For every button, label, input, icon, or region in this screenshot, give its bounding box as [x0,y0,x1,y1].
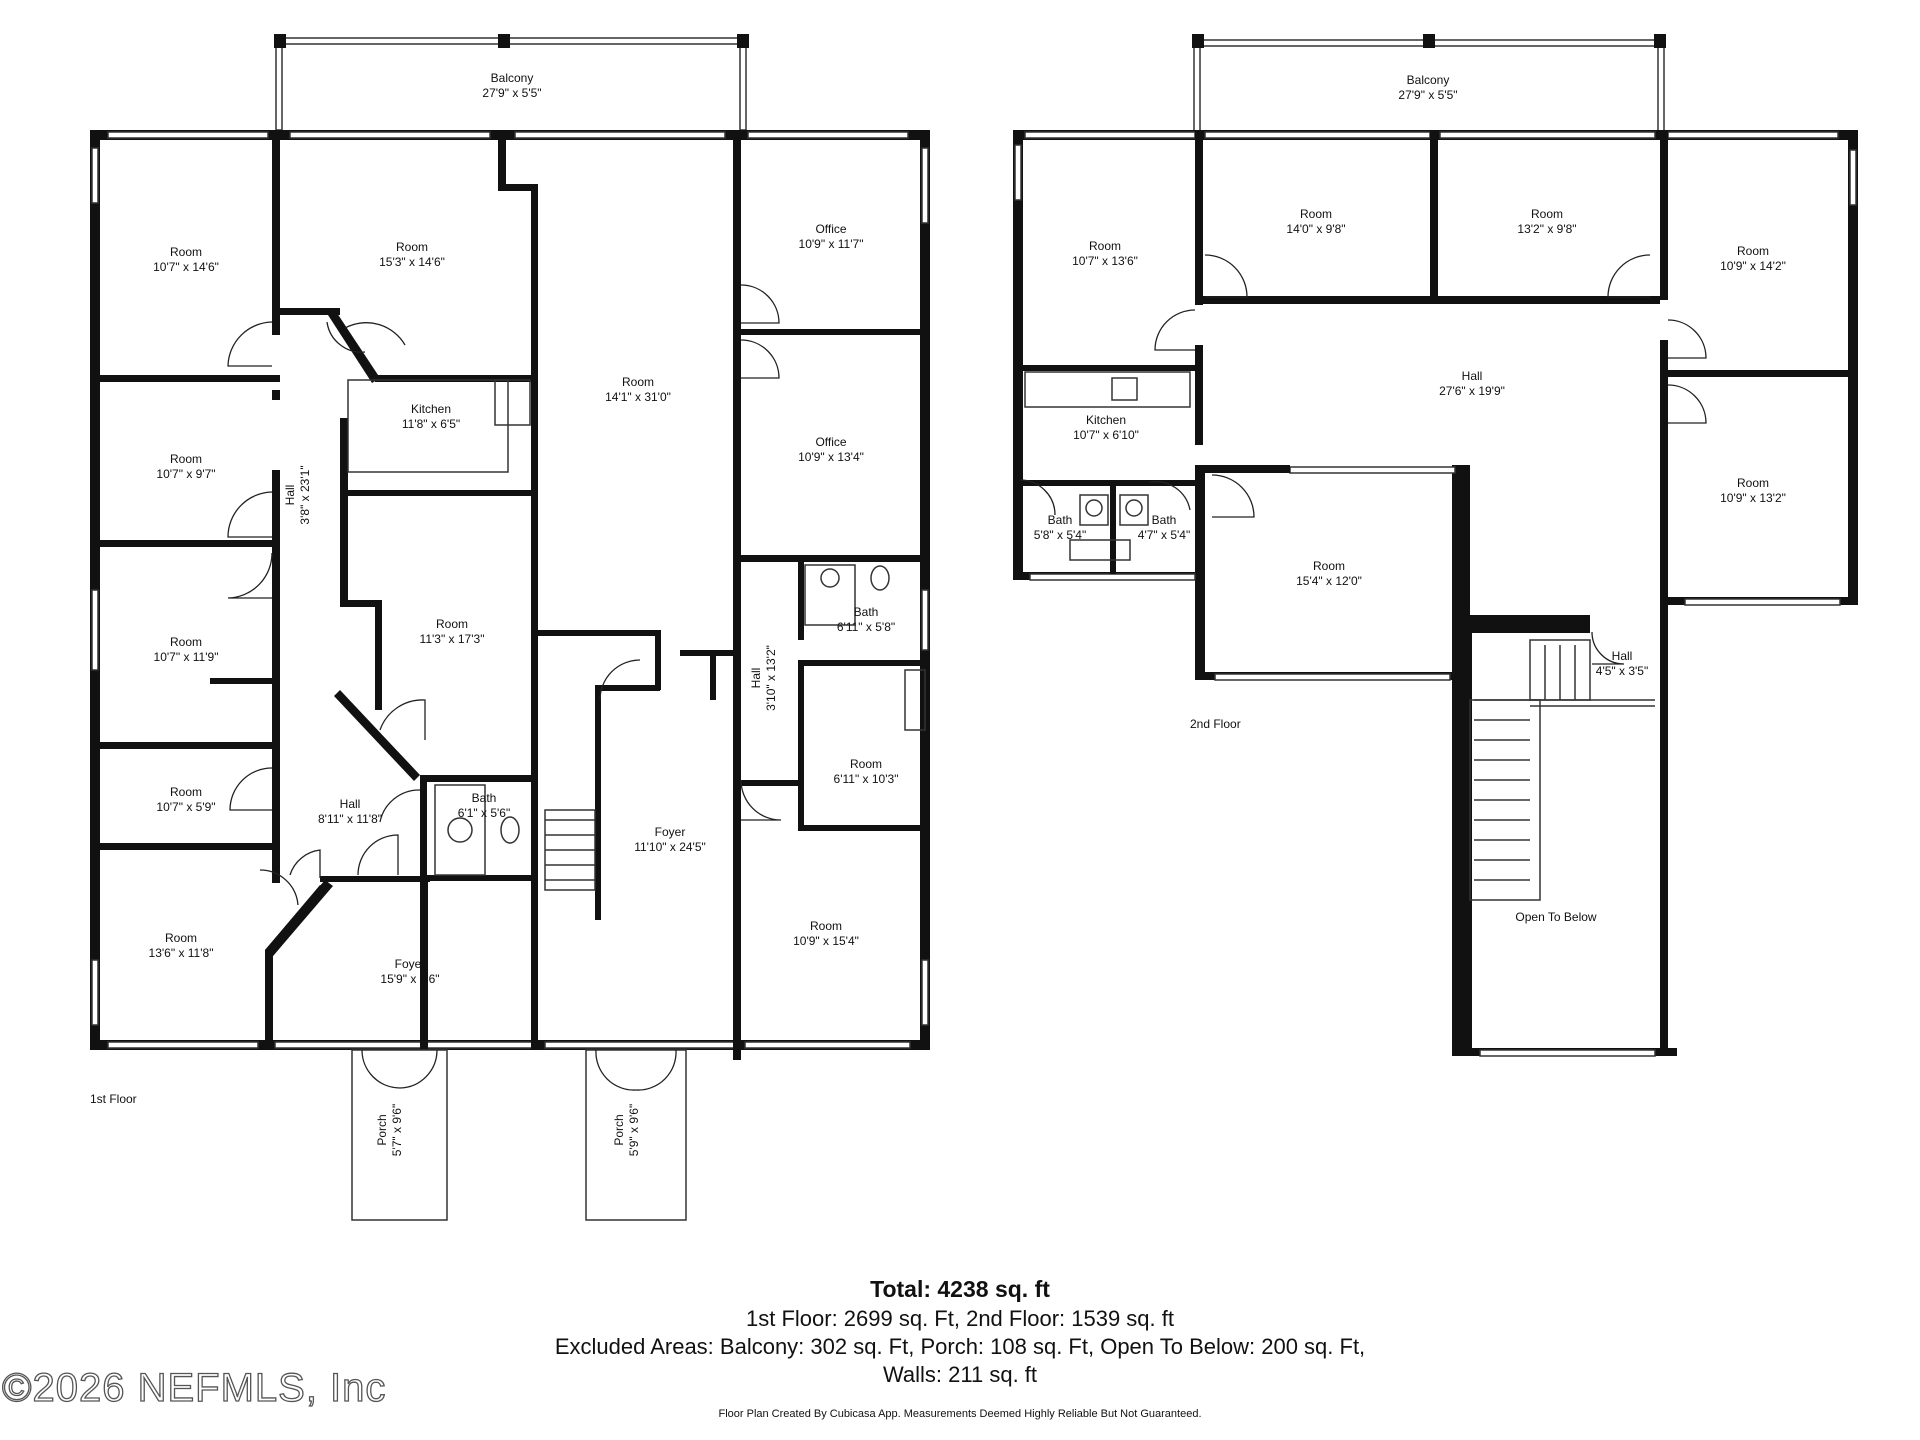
floor-areas: 1st Floor: 2699 sq. Ft, 2nd Floor: 1539 … [745,1306,1174,1331]
room-name: Hall [749,668,763,689]
credit-note: Floor Plan Created By Cubicasa App. Meas… [718,1408,1202,1420]
total-area: Total: 4238 sq. ft [870,1276,1050,1302]
room-dims: 15'3" x 14'6" [379,255,445,269]
first-floor-windows [91,131,929,1049]
room-name: Foyer [655,825,686,839]
second-floor-plan [1013,34,1858,1057]
second-floor-balcony [1192,34,1666,133]
room-dims: 27'9" x 5'5" [1398,88,1457,102]
room-dims: 4'7" x 5'4" [1138,528,1190,542]
room-dims: 10'9" x 13'4" [798,450,864,464]
room-name: Room [170,785,202,799]
room-dims: 10'7" x 14'6" [153,260,219,274]
second-floor-stairs [1474,645,1655,881]
room-dims: 6'11" x 5'8" [837,620,895,634]
floor-label: 1st Floor [90,1092,137,1106]
room-name: Bath [1048,513,1073,527]
room-dims: 10'9" x 13'2" [1720,491,1786,505]
room-name: Bath [854,605,879,619]
room-dims: 11'10" x 24'5" [634,840,706,854]
room-dims: 10'7" x 5'9" [156,800,215,814]
room-dims: 11'3" x 17'3" [420,632,485,646]
second-floor-doors [1019,254,1707,665]
room-dims: 4'5" x 3'5" [1596,664,1648,678]
room-name: Balcony [491,71,534,85]
room-dims: 10'9" x 11'7" [799,237,864,251]
first-floor-balcony [274,34,749,131]
room-name: Porch [612,1114,626,1145]
room-name: Bath [1152,513,1177,527]
room-name: Room [622,375,654,389]
room-dims: 8'11" x 11'8" [318,812,382,826]
room-name: Room [1089,239,1121,253]
room-dims: 5'7" x 9'6" [390,1104,404,1156]
room-dims: 3'10" x 13'2" [764,645,778,711]
room-dims: 27'9" x 5'5" [482,86,541,100]
room-name: Room [810,919,842,933]
floor-label: 2nd Floor [1190,717,1241,731]
room-dims: 10'7" x 6'10" [1073,428,1139,442]
room-name: Office [815,222,846,236]
room-dims: 13'2" x 9'8" [1517,222,1576,236]
room-dims: 10'9" x 15'4" [793,934,859,948]
room-dims: 10'7" x 11'9" [154,650,219,664]
first-floor-interior-walls [90,130,930,1060]
room-dims: 11'8" x 6'5" [402,417,460,431]
room-name: Porch [375,1114,389,1145]
second-floor-fixtures [1024,371,1591,901]
room-dims: 13'6" x 11'8" [149,946,214,960]
room-name: Room [1737,244,1769,258]
first-floor-fixtures [347,379,926,891]
room-dims: 15'9" x 9'6" [380,972,439,986]
room-dims: 5'9" x 9'6" [627,1104,641,1156]
room-dims: 10'7" x 9'7" [156,467,215,481]
room-dims: 6'11" x 10'3" [834,772,899,786]
room-dims: 5'8" x 5'4" [1034,528,1086,542]
room-name: Room [170,452,202,466]
room-dims: 14'1" x 31'0" [605,390,671,404]
room-name: Hall [340,797,361,811]
room-name: Room [170,245,202,259]
room-name: Foyer [395,957,426,971]
room-dims: 27'6" x 19'9" [1439,384,1505,398]
excluded-areas: Excluded Areas: Balcony: 302 sq. Ft, Por… [554,1334,1366,1359]
room-name: Office [815,435,846,449]
room-name: Room [396,240,428,254]
room-name: Kitchen [411,402,451,416]
room-name: Room [436,617,468,631]
room-name: Room [1300,207,1332,221]
room-name: Hall [1612,649,1633,663]
room-name: Kitchen [1086,413,1126,427]
room-name: Room [170,635,202,649]
room-name: Hall [1462,369,1483,383]
room-dims: 3'8" x 23'1" [298,465,312,524]
room-name: Bath [472,791,497,805]
second-floor-interior-walls [1013,130,1858,625]
room-name: Room [165,931,197,945]
first-floor-porches [351,1049,687,1221]
first-floor-plan [90,34,930,1221]
room-dims: 6'1" x 5'6" [458,806,510,820]
room-dims: 10'9" x 14'2" [1720,259,1786,273]
room-dims: 10'7" x 13'6" [1072,254,1138,268]
room-name: Hall [283,485,297,506]
walls-area: Walls: 211 sq. ft [882,1362,1038,1387]
room-dims: 14'0" x 9'8" [1286,222,1345,236]
second-floor-windows [1014,131,1857,1057]
first-floor-labels: Balcony 27'9" x 5'5" Room 10'7" x 14'6" … [90,71,898,1156]
second-floor-labels: Balcony 27'9" x 5'5" Room 10'7" x 13'6" … [1034,73,1786,924]
room-name: Room [1313,559,1345,573]
room-name: Room [1531,207,1563,221]
room-dims: 15'4" x 12'0" [1296,574,1362,588]
room-name: Room [850,757,882,771]
first-floor-doors [227,284,782,906]
room-name: Open To Below [1515,910,1596,924]
copyright-watermark: ©2026 NEFMLS, Inc [1,1365,387,1410]
room-name: Room [1737,476,1769,490]
room-name: Balcony [1407,73,1450,87]
